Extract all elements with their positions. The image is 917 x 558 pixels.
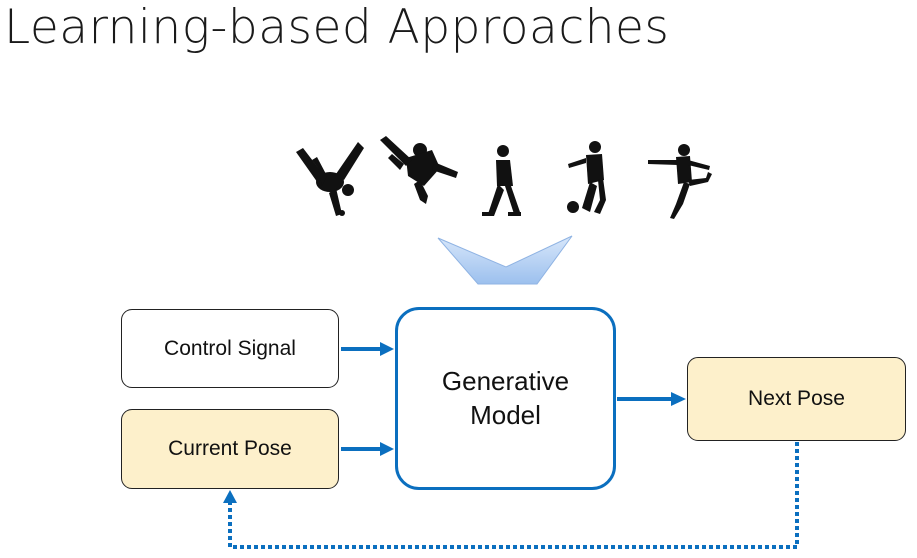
model-to-next-arrow xyxy=(617,392,686,406)
motion-silhouettes xyxy=(296,136,712,219)
next-pose-label: Next Pose xyxy=(748,387,845,411)
feedback-loop-arrow xyxy=(223,442,799,549)
dancer-silhouette xyxy=(648,144,712,219)
generative-model-label: Generative Model xyxy=(441,365,570,430)
generative-model-box: Generative Model xyxy=(395,307,616,490)
breakdancer-silhouette xyxy=(296,142,364,216)
current-pose-label: Current Pose xyxy=(168,437,292,461)
chevron-down-arrow xyxy=(437,235,573,285)
control-signal-label: Control Signal xyxy=(164,336,296,360)
control-to-model-arrow xyxy=(341,342,394,356)
kicking-silhouette xyxy=(380,136,458,204)
connector-arrows xyxy=(223,342,799,549)
control-signal-box: Control Signal xyxy=(121,309,339,388)
next-pose-box: Next Pose xyxy=(687,357,906,441)
soccer-player-silhouette xyxy=(567,141,606,214)
walking-silhouette xyxy=(482,145,521,216)
slide-title: Learning-based Approaches xyxy=(4,0,670,55)
current-pose-box: Current Pose xyxy=(121,409,339,489)
current-to-model-arrow xyxy=(341,442,394,456)
